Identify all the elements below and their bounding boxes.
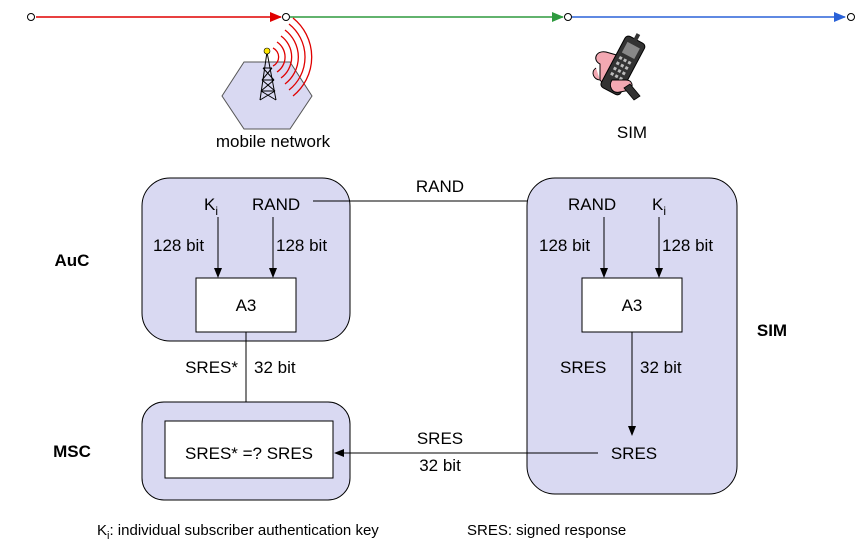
cell-tower-icon <box>221 17 313 130</box>
sim-rand-label: RAND <box>568 195 616 214</box>
auc-a3-box <box>195 277 297 333</box>
sim-top-label: SIM <box>617 123 647 142</box>
compare-label: SRES* =? SRES <box>185 444 313 463</box>
node-circle <box>282 13 290 21</box>
node-circle <box>847 13 855 21</box>
auc-rand-bits: 128 bit <box>276 236 327 255</box>
network-label: mobile network <box>216 132 331 151</box>
auc-ki-label: Ki <box>204 195 218 218</box>
auc-label: AuC <box>55 251 90 270</box>
sim-sres-bits: 32 bit <box>640 358 682 377</box>
sres-transfer-bits: 32 bit <box>419 456 461 475</box>
node-circle <box>564 13 572 21</box>
compare-box <box>164 420 334 479</box>
sres-transfer-label: SRES <box>417 429 463 448</box>
sim-ki-label: Ki <box>652 195 666 218</box>
sim-ki-bits: 128 bit <box>662 236 713 255</box>
sres-star-label: SRES* <box>185 358 238 377</box>
sim-sres-label: SRES <box>560 358 606 377</box>
msc-label: MSC <box>53 442 91 461</box>
sim-a3-label: A3 <box>622 296 643 315</box>
auc-ki-bits: 128 bit <box>153 236 204 255</box>
legend-sres: SRES: signed response <box>467 522 626 539</box>
sim-rand-bits: 128 bit <box>539 236 590 255</box>
auc-a3-label: A3 <box>236 296 257 315</box>
legend-ki: Ki: individual subscriber authentication… <box>97 522 379 542</box>
sres-star-bits: 32 bit <box>254 358 296 377</box>
auc-rand-label: RAND <box>252 195 300 214</box>
node-circle <box>27 13 35 21</box>
rand-transfer-label: RAND <box>416 177 464 196</box>
sim-a3-box <box>581 277 683 333</box>
mobile-phone-icon <box>592 33 646 101</box>
sim-sres-result: SRES <box>611 444 657 463</box>
sim-side-label: SIM <box>757 321 787 340</box>
top-timeline <box>27 12 855 22</box>
